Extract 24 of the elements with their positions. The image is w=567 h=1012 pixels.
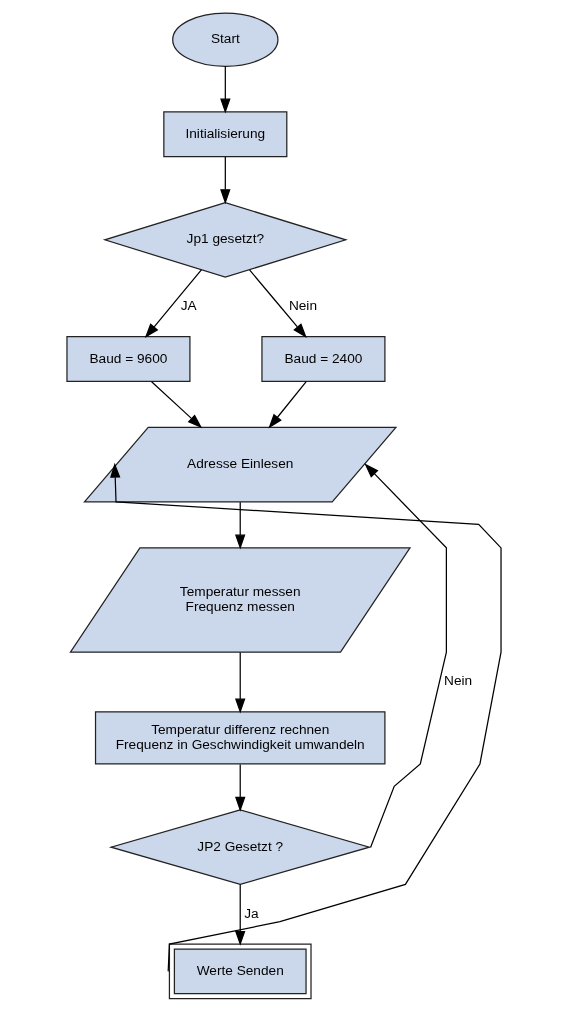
arrow: [248, 269, 307, 339]
arrow: [234, 501, 245, 550]
arrow: [144, 269, 202, 339]
arrow: [219, 156, 231, 205]
edge-label: JA: [180, 298, 197, 314]
edge-label: Ja: [243, 905, 259, 921]
node-diamond: Jp1 gesetzt?: [102, 201, 348, 278]
edge-label: Nein: [443, 673, 472, 689]
node-ellipse: Start: [171, 12, 279, 67]
arrow: [234, 763, 245, 812]
node-box: Baud = 9600: [65, 336, 191, 383]
node-box: Initialisierung: [162, 111, 287, 158]
node-box: Temperatur differenz rechnen Frequenz in Geschwindigkeit umwandeln: [94, 711, 386, 765]
arrow: [219, 65, 231, 114]
arrow: [267, 381, 307, 429]
arrow: [234, 651, 245, 714]
arrow: [150, 381, 202, 429]
node-box: Baud = 2400: [260, 336, 386, 383]
edge-label: Nein: [288, 298, 317, 314]
arrow: [363, 463, 447, 848]
node-box: Werte Senden: [168, 943, 312, 1000]
arrow: [109, 462, 502, 972]
arrow: [234, 884, 245, 946]
node-diamond: JP2 Gesetzt ?: [108, 809, 372, 886]
